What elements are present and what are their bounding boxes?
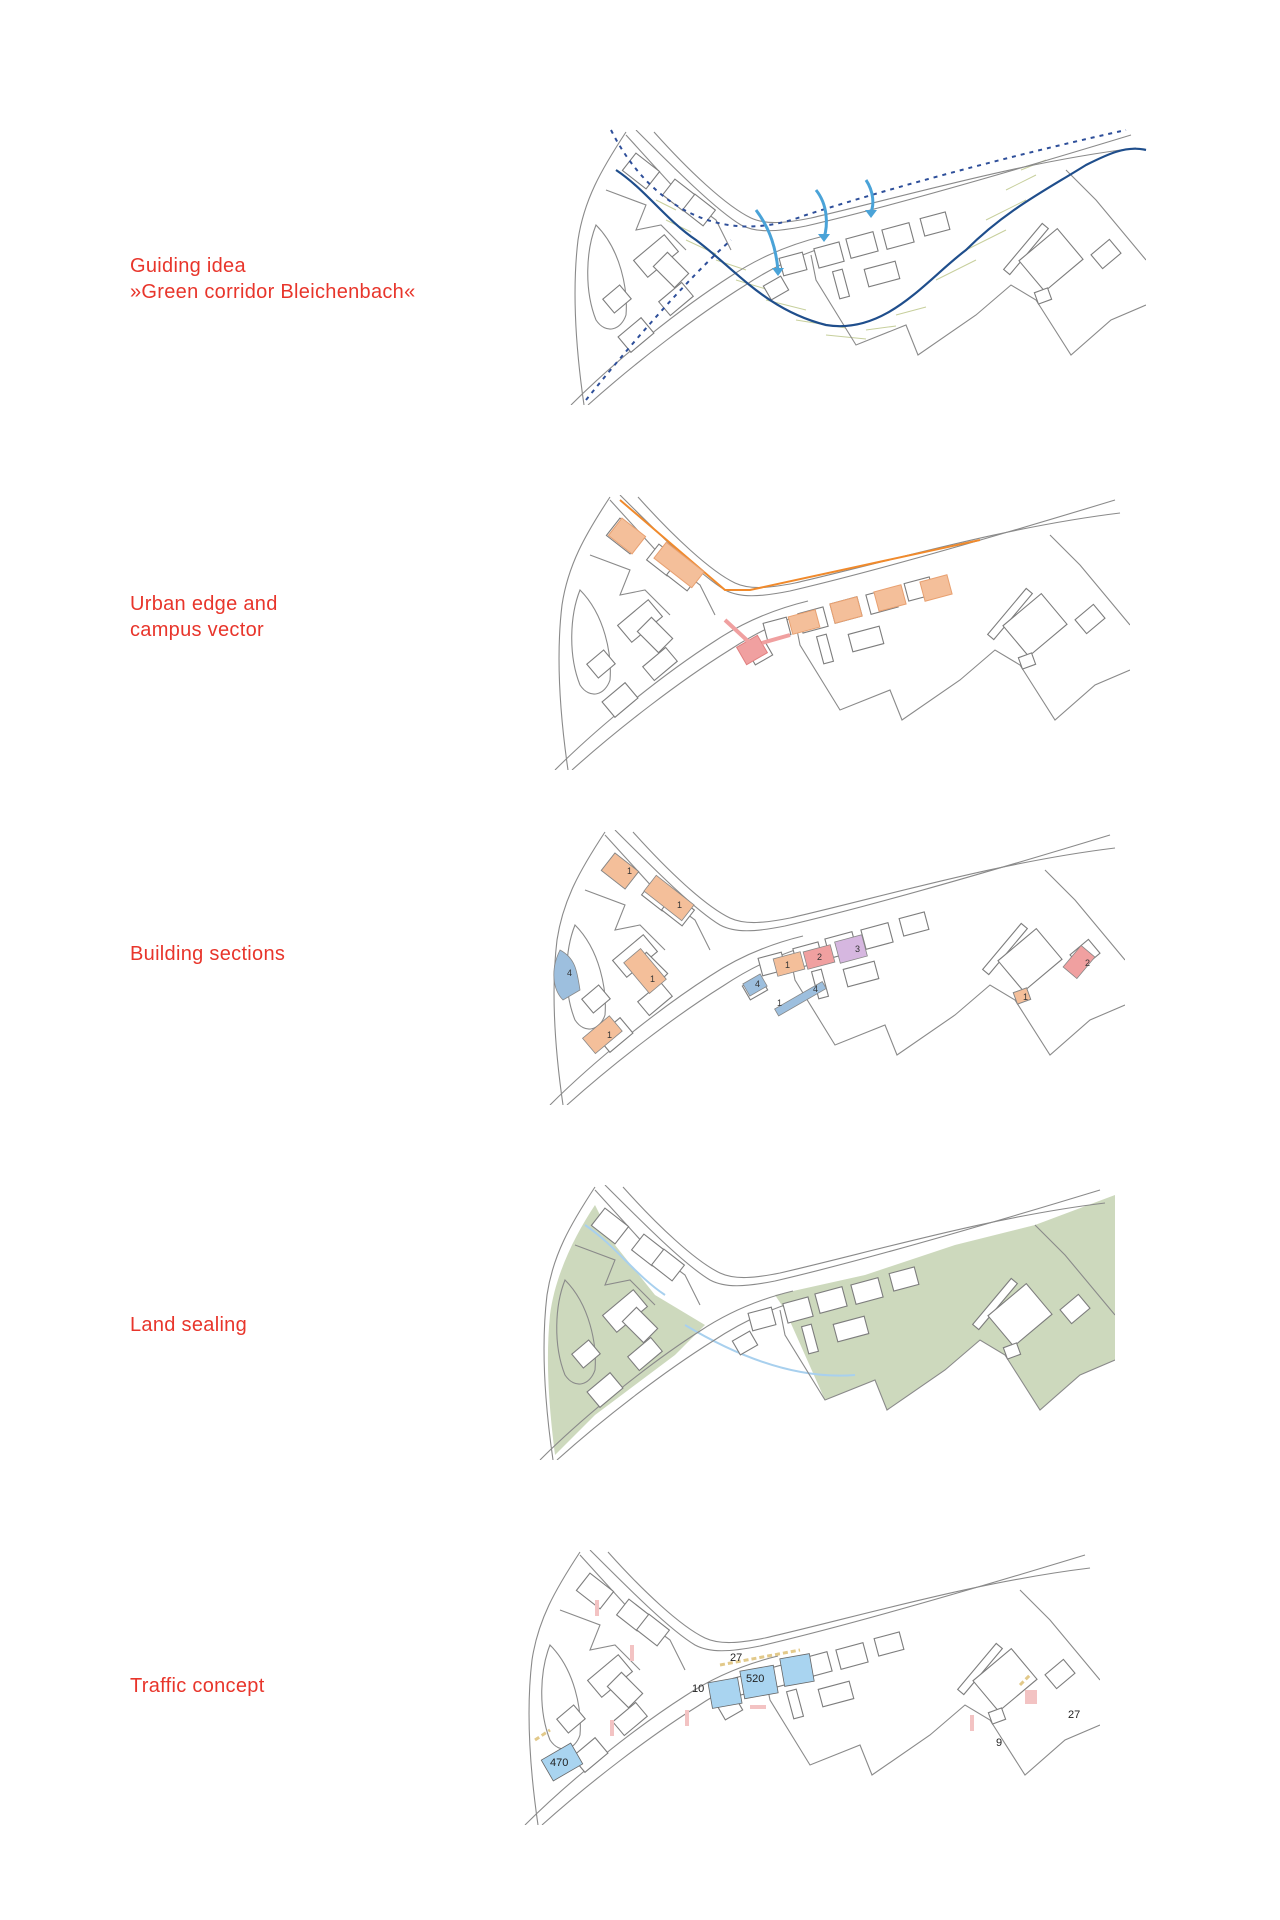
stream-bleichenbach — [615, 147, 1147, 328]
section-tag: 1 — [777, 998, 782, 1008]
label-line: Guiding idea — [130, 255, 246, 277]
dashed-path-1 — [610, 129, 1127, 228]
label-line: Urban edge and — [130, 593, 278, 615]
count-label: 470 — [550, 1757, 568, 1769]
section-tag: 3 — [855, 944, 860, 954]
stream — [584, 1224, 856, 1377]
section-tag: 4 — [813, 984, 818, 994]
count-label: 27 — [1068, 1709, 1080, 1721]
label-line: Traffic concept — [130, 1675, 265, 1697]
section-label-traffic-concept: Traffic concept — [130, 1673, 265, 1699]
section-label-urban-edge: Urban edge and campus vector — [130, 591, 278, 643]
edge-buildings — [607, 517, 953, 635]
section-tag: 4 — [567, 968, 572, 978]
count-label: 520 — [746, 1673, 764, 1685]
map-land-sealing — [535, 1185, 1115, 1460]
parking-garages — [540, 1653, 815, 1782]
section-tag: 4 — [755, 979, 760, 989]
count-label: 10 — [692, 1683, 704, 1695]
label-line: campus vector — [130, 619, 264, 641]
label-line: Building sections — [130, 943, 286, 965]
bike-parking — [595, 1600, 1037, 1736]
section-tag: 2 — [817, 952, 822, 962]
section-label-guiding-idea: Guiding idea »Green corridor Bleichenbac… — [130, 253, 416, 305]
label-line: Land sealing — [130, 1314, 248, 1336]
section-tag: 2 — [1085, 958, 1090, 968]
map-building-sections: 1 1 1 1 4 1 2 3 4 1 4 1 2 — [545, 830, 1125, 1105]
map-guiding-idea — [566, 129, 1147, 405]
section-tags: 1 1 1 1 4 1 2 3 4 1 4 1 2 — [567, 866, 1090, 1040]
dashed-path-2 — [585, 239, 732, 401]
section-tag: 1 — [1023, 992, 1028, 1002]
car-parking-strips — [534, 1648, 1032, 1742]
section-tag: 1 — [650, 974, 655, 984]
count-label: 9 — [996, 1737, 1002, 1749]
section-tag: 1 — [607, 1030, 612, 1040]
section-label-building-sections: Building sections — [130, 941, 285, 967]
section-buildings — [553, 852, 1096, 1055]
campus-vector-arrows — [723, 618, 791, 645]
section-tag: 1 — [785, 960, 790, 970]
section-tag: 1 — [627, 866, 632, 876]
count-label: 27 — [730, 1652, 742, 1664]
map-urban-edge — [550, 495, 1130, 770]
urban-edge-line — [619, 499, 981, 591]
traffic-counts: 470 520 27 10 27 9 — [550, 1652, 1080, 1769]
section-tag: 1 — [677, 900, 682, 910]
section-label-land-sealing: Land sealing — [130, 1312, 247, 1338]
label-line: »Green corridor Bleichenbach« — [130, 281, 416, 303]
map-traffic-concept: 470 520 27 10 27 9 — [520, 1550, 1100, 1825]
